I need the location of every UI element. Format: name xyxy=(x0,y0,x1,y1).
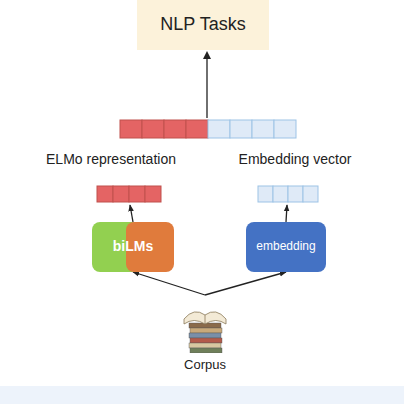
book-illustration xyxy=(172,295,238,353)
elmo-vector: ELMo representation xyxy=(28,151,198,205)
flow-arrow xyxy=(130,205,133,222)
flow-arrow xyxy=(133,272,205,295)
bottom-band xyxy=(0,386,404,404)
flow-arrow xyxy=(286,205,287,222)
flow-arrow xyxy=(205,272,286,295)
node-label: Embedding vector xyxy=(215,151,375,167)
concatenated-vector xyxy=(120,120,296,138)
node-label: NLP Tasks xyxy=(137,14,269,35)
vector-cells xyxy=(257,185,319,203)
task-box: NLP Tasks xyxy=(137,0,269,50)
node-label: Corpus xyxy=(172,357,238,372)
vector-cells xyxy=(96,185,162,203)
embedding-box: embedding xyxy=(246,222,326,272)
corpus-source: Corpus xyxy=(172,295,238,377)
node-label: embedding xyxy=(246,239,326,253)
embedding-vector: Embedding vector xyxy=(215,151,375,205)
node-label: biLMs xyxy=(92,238,174,254)
bilm-box: biLMs xyxy=(92,222,174,272)
node-label: ELMo representation xyxy=(28,151,194,167)
output-arrow xyxy=(203,51,211,118)
